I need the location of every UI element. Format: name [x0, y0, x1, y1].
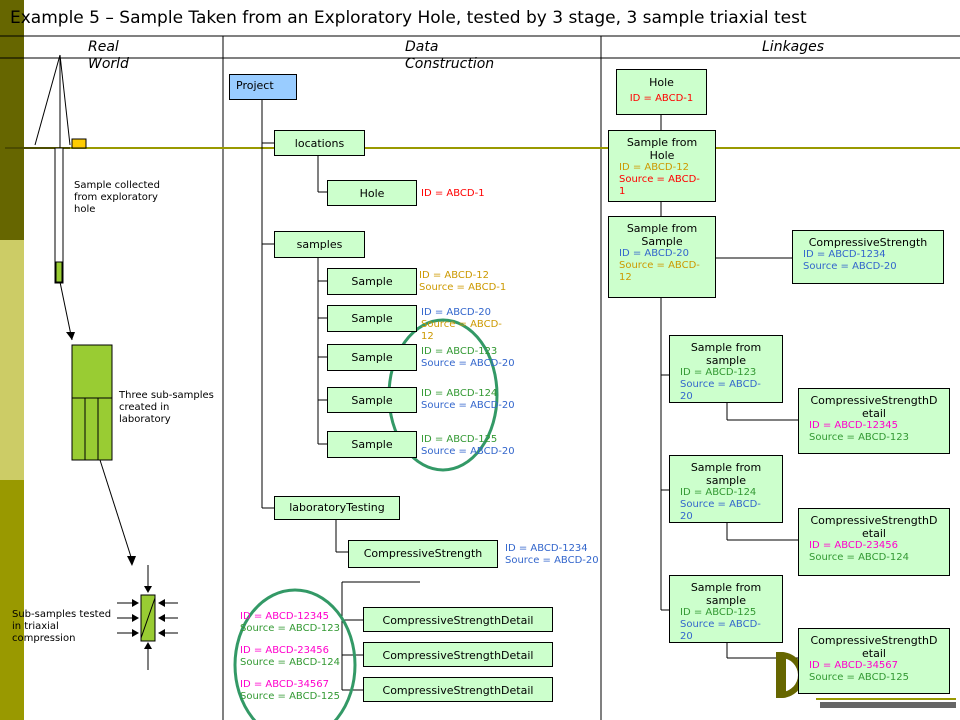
side-strip-mid — [0, 240, 24, 480]
sample-node[interactable]: Sample — [327, 387, 417, 413]
compressive-strength-attrs: ID = ABCD-1234 Source = ABCD-20 — [505, 543, 599, 567]
linkage-hole-node[interactable]: Hole ID = ABCD-1 — [616, 69, 707, 115]
detail-source: Source = ABCD-125 — [809, 672, 909, 683]
linkage-cs-label: CompressiveStrength — [808, 236, 928, 249]
column-heading-real-world: Real World — [88, 39, 129, 72]
compressive-strength-detail-node[interactable]: CompressiveStrengthDetail ID = ABCD-2345… — [798, 508, 950, 576]
compressive-strength-detail-node[interactable]: CompressiveStrengthDetail — [363, 677, 553, 702]
sample-from-hole-id: ID = ABCD-12 — [619, 162, 689, 173]
detail-source: Source = ABCD-123 — [240, 623, 340, 634]
note-subsamples-tested: Sub-samples tested in triaxial compressi… — [12, 609, 112, 644]
detail-source: Source = ABCD-124 — [240, 657, 340, 668]
linkage-compressive-strength-node[interactable]: CompressiveStrength ID = ABCD-1234 Sourc… — [792, 230, 944, 284]
detail-label: CompressiveStrengthDetail — [810, 394, 938, 420]
sample-source: Source = ABCD-20 — [421, 446, 515, 457]
detail-attrs: ID = ABCD-23456 Source = ABCD-124 — [240, 645, 340, 669]
sample-node[interactable]: Sample — [327, 305, 417, 332]
sample-from-hole-source: Source = ABCD-1 — [619, 174, 700, 197]
side-strip-bottom — [0, 480, 24, 720]
sample-source: Source = ABCD-12 — [421, 319, 502, 342]
detail-id: ID = ABCD-34567 — [240, 679, 330, 690]
sub-sample-source: Source = ABCD-20 — [680, 379, 761, 402]
linkage-hole-label: Hole — [649, 76, 674, 89]
cs-source: Source = ABCD-20 — [505, 555, 599, 566]
detail-id: ID = ABCD-12345 — [240, 611, 330, 622]
side-strip-top — [0, 0, 24, 240]
detail-source: Source = ABCD-123 — [809, 432, 909, 443]
cs-id: ID = ABCD-1234 — [505, 543, 588, 554]
sub-sample-source: Source = ABCD-20 — [680, 619, 761, 642]
sample-node[interactable]: Sample — [327, 344, 417, 371]
sample-from-sample-node[interactable]: Sample from Sample ID = ABCD-20 Source =… — [608, 216, 716, 298]
hole-node[interactable]: Hole — [327, 180, 417, 206]
compressive-strength-detail-node[interactable]: CompressiveStrengthDetail — [363, 642, 553, 667]
detail-label: CompressiveStrengthDetail — [810, 634, 938, 660]
detail-attrs: ID = ABCD-12345 Source = ABCD-123 — [240, 611, 340, 635]
sub-sample-id: ID = ABCD-124 — [680, 487, 757, 498]
sub-sample-id: ID = ABCD-125 — [680, 607, 757, 618]
sample-attrs: ID = ABCD-123 Source = ABCD-20 — [421, 346, 515, 370]
sub-sample-label: Sample from sample — [690, 341, 762, 367]
linkage-cs-source: Source = ABCD-20 — [803, 261, 897, 272]
sample-from-sample-id: ID = ABCD-20 — [619, 248, 689, 259]
sub-sample-id: ID = ABCD-123 — [680, 367, 757, 378]
sample-id: ID = ABCD-12 — [419, 270, 489, 281]
detail-attrs: ID = ABCD-34567 Source = ABCD-125 — [240, 679, 340, 703]
detail-id: ID = ABCD-34567 — [809, 660, 899, 671]
detail-id: ID = ABCD-23456 — [240, 645, 330, 656]
sample-node[interactable]: Sample — [327, 431, 417, 458]
detail-source: Source = ABCD-124 — [809, 552, 909, 563]
note-three-subsamples: Three sub-samples created in laboratory — [119, 390, 214, 425]
sample-source: Source = ABCD-20 — [421, 358, 515, 369]
sample-from-sample-node[interactable]: Sample from sample ID = ABCD-124 Source … — [669, 455, 783, 523]
detail-source: Source = ABCD-125 — [240, 691, 340, 702]
detail-label: CompressiveStrengthDetail — [810, 514, 938, 540]
page-title: Example 5 – Sample Taken from an Explora… — [10, 8, 807, 28]
sample-id: ID = ABCD-20 — [421, 307, 491, 318]
linkage-cs-id: ID = ABCD-1234 — [803, 249, 886, 260]
sample-attrs: ID = ABCD-20 Source = ABCD-12 — [421, 307, 513, 343]
sample-id: ID = ABCD-125 — [421, 434, 498, 445]
samples-node[interactable]: samples — [274, 231, 365, 258]
sample-attrs: ID = ABCD-124 Source = ABCD-20 — [421, 388, 515, 412]
sample-id: ID = ABCD-123 — [421, 346, 498, 357]
hole-id: ID = ABCD-1 — [421, 188, 485, 199]
sample-from-hole-node[interactable]: Sample from Hole ID = ABCD-12 Source = A… — [608, 130, 716, 202]
sub-sample-label: Sample from sample — [690, 581, 762, 607]
sub-sample-label: Sample from sample — [690, 461, 762, 487]
detail-id: ID = ABCD-12345 — [809, 420, 899, 431]
sample-source: Source = ABCD-1 — [419, 282, 507, 293]
column-heading-data-construction: Data Construction — [405, 39, 495, 72]
detail-id: ID = ABCD-23456 — [809, 540, 899, 551]
sample-attrs: ID = ABCD-125 Source = ABCD-20 — [421, 434, 515, 458]
sample-from-sample-label: Sample from Sample — [626, 222, 698, 248]
sample-from-sample-source: Source = ABCD-12 — [619, 260, 700, 283]
sample-id: ID = ABCD-124 — [421, 388, 498, 399]
project-node[interactable]: Project — [229, 74, 297, 100]
sub-sample-source: Source = ABCD-20 — [680, 499, 761, 522]
sample-from-hole-label: Sample from Hole — [626, 136, 698, 162]
compressive-strength-detail-node[interactable]: CompressiveStrengthDetail — [363, 607, 553, 632]
compressive-strength-detail-node[interactable]: CompressiveStrengthDetail ID = ABCD-1234… — [798, 388, 950, 454]
sample-source: Source = ABCD-20 — [421, 400, 515, 411]
compressive-strength-detail-node[interactable]: CompressiveStrengthDetail ID = ABCD-3456… — [798, 628, 950, 694]
compressive-strength-node[interactable]: CompressiveStrength — [348, 540, 498, 568]
sample-node[interactable]: Sample — [327, 268, 417, 295]
laboratory-testing-node[interactable]: laboratoryTesting — [274, 496, 400, 520]
sample-attrs: ID = ABCD-12 Source = ABCD-1 — [419, 270, 519, 294]
linkage-hole-id: ID = ABCD-1 — [629, 93, 694, 104]
locations-node[interactable]: locations — [274, 130, 365, 156]
sample-from-sample-node[interactable]: Sample from sample ID = ABCD-123 Source … — [669, 335, 783, 403]
column-heading-linkages: Linkages — [762, 39, 825, 55]
sample-from-sample-node[interactable]: Sample from sample ID = ABCD-125 Source … — [669, 575, 783, 643]
note-sample-collected: Sample collected from exploratory hole — [74, 180, 160, 215]
